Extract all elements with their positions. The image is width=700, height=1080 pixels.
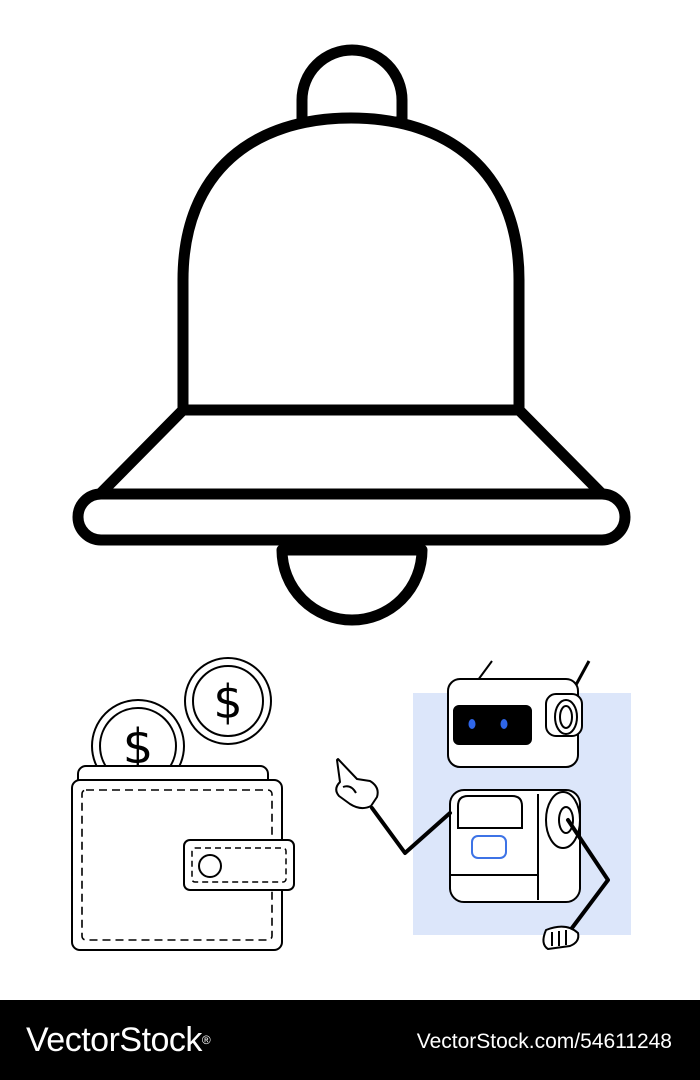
robot-lower-hand xyxy=(542,925,580,950)
image-credit: VectorStock.com/54611248 xyxy=(416,1030,672,1053)
robot-head xyxy=(447,678,583,768)
wallet-with-coins-icon: $ $ xyxy=(71,657,295,951)
robot-icon xyxy=(335,660,631,950)
bell-skirt xyxy=(93,404,609,501)
watermark-footer: VectorStock® VectorStock.com/54611248 xyxy=(0,1000,700,1080)
bell-top-loop xyxy=(296,44,408,128)
coin-icon: $ xyxy=(184,657,272,745)
illustration: $ $ xyxy=(71,44,631,951)
bell-dome xyxy=(177,112,525,416)
robot-button xyxy=(471,835,507,859)
brand-name: VectorStock xyxy=(26,1021,202,1059)
brand-logo: VectorStock® xyxy=(26,1018,211,1062)
robot-pointing-hand xyxy=(335,758,379,810)
brand-registered-mark: ® xyxy=(201,1033,211,1047)
svg-text:$: $ xyxy=(213,675,242,729)
robot-arms xyxy=(370,806,610,930)
bell-icon xyxy=(72,44,631,626)
bell-rim xyxy=(72,488,631,546)
bell-clapper xyxy=(276,544,428,626)
robot-body xyxy=(449,789,581,903)
